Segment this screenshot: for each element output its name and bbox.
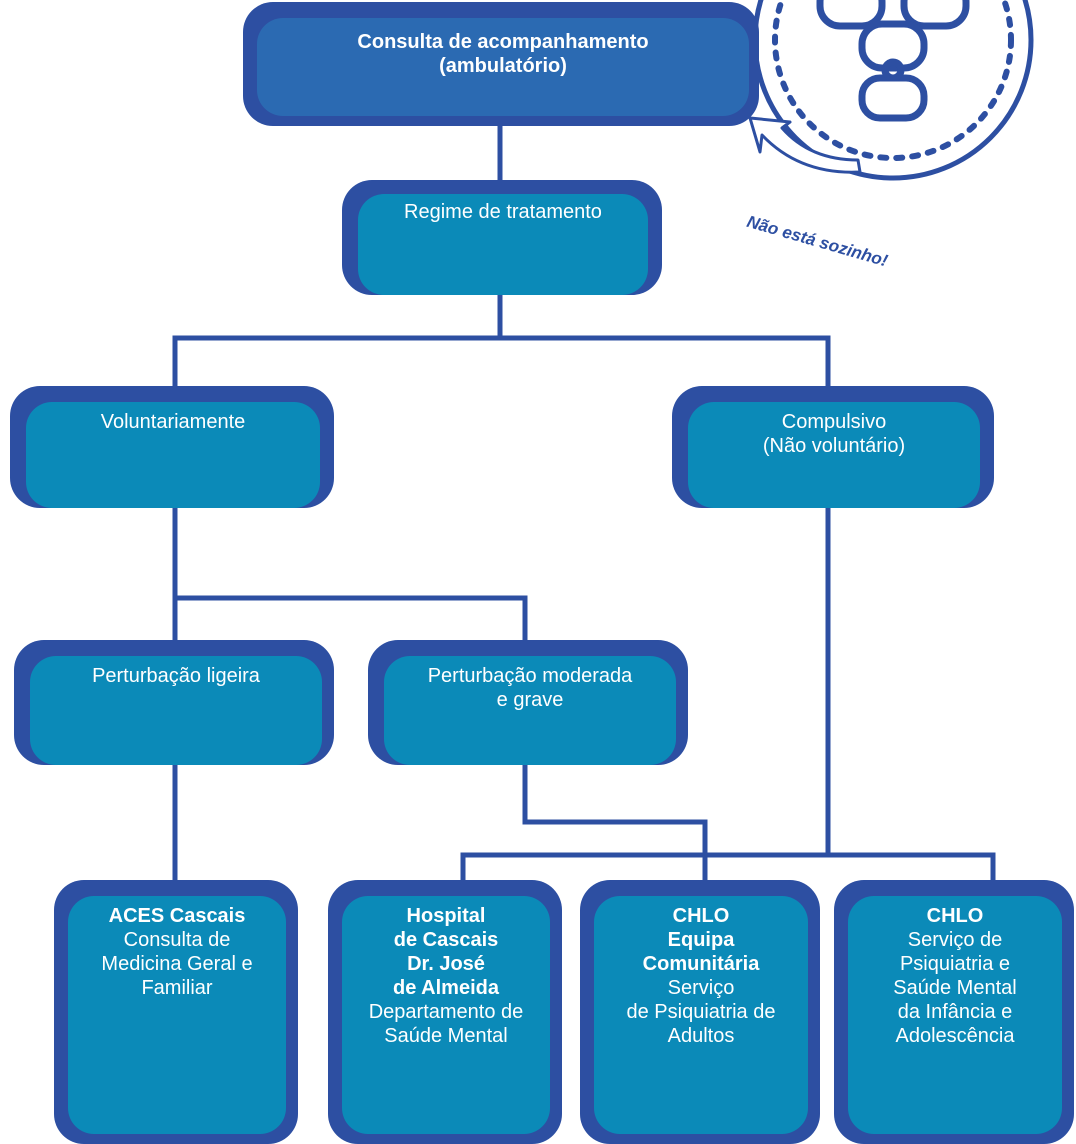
node-label: Regime de tratamento (404, 201, 602, 223)
node-description: Serviço de Psiquiatria e Saúde Mental da… (893, 929, 1017, 1047)
node-body: Compulsivo (Não voluntário) (688, 402, 980, 508)
connector-regime-branches (172, 287, 831, 393)
node-hospital-cascais: Hospital de Cascais Dr. José de Almeida … (328, 880, 562, 1144)
node-chlo-child-adolescent: CHLO Serviço de Psiquiatria e Saúde Ment… (834, 880, 1074, 1144)
node-body: CHLO Serviço de Psiquiatria e Saúde Ment… (848, 896, 1062, 1134)
node-label-line1: Perturbação moderada (427, 665, 633, 687)
node-title-line2: (ambulatório) (439, 55, 567, 77)
group-of-people-icon (816, 0, 970, 122)
node-label: Voluntariamente (100, 411, 246, 433)
node-title-line1: Consulta de acompanhamento (357, 31, 649, 53)
node-treatment-regime: Regime de tratamento (342, 180, 662, 295)
connector-voluntary-branches (172, 502, 528, 648)
node-compulsory: Compulsivo (Não voluntário) (672, 386, 994, 508)
node-aces-cascais: ACES Cascais Consulta de Medicina Geral … (54, 880, 298, 1144)
node-description: Consulta de Medicina Geral e Familiar (101, 929, 253, 999)
node-label-line2: e grave (496, 689, 564, 711)
connector-services-bus (460, 852, 996, 888)
curved-arrow-icon (748, 116, 862, 174)
node-chlo-community-team: CHLO Equipa Comunitária Serviço de Psiqu… (580, 880, 820, 1144)
node-body: Regime de tratamento (358, 194, 648, 295)
node-moderate-severe-disorder: Perturbação moderada e grave (368, 640, 688, 765)
node-mild-disorder: Perturbação ligeira (14, 640, 334, 765)
not-alone-stamp (748, 0, 1034, 181)
node-body: Voluntariamente (26, 402, 320, 508)
node-body: Perturbação moderada e grave (384, 656, 676, 765)
node-title: ACES Cascais (108, 905, 246, 927)
node-title: Hospital de Cascais Dr. José de Almeida (393, 905, 499, 999)
node-description: Departamento de Saúde Mental (368, 1001, 524, 1047)
node-body: Hospital de Cascais Dr. José de Almeida … (342, 896, 550, 1134)
node-voluntary: Voluntariamente (10, 386, 334, 508)
connector-moderate-services (522, 757, 708, 858)
node-body: ACES Cascais Consulta de Medicina Geral … (68, 896, 286, 1134)
node-body: Perturbação ligeira (30, 656, 322, 765)
node-label: Perturbação ligeira (92, 665, 260, 687)
node-body: CHLO Equipa Comunitária Serviço de Psiqu… (594, 896, 808, 1134)
node-body: Consulta de acompanhamento (ambulatório) (257, 18, 749, 116)
node-follow-up-consultation: Consulta de acompanhamento (ambulatório) (243, 2, 759, 126)
node-title: CHLO (926, 905, 984, 927)
node-description: Serviço de Psiquiatria de Adultos (626, 977, 776, 1047)
node-title: CHLO Equipa Comunitária (642, 905, 760, 975)
node-label-line2: (Não voluntário) (762, 435, 906, 457)
node-label-line1: Compulsivo (781, 411, 887, 433)
